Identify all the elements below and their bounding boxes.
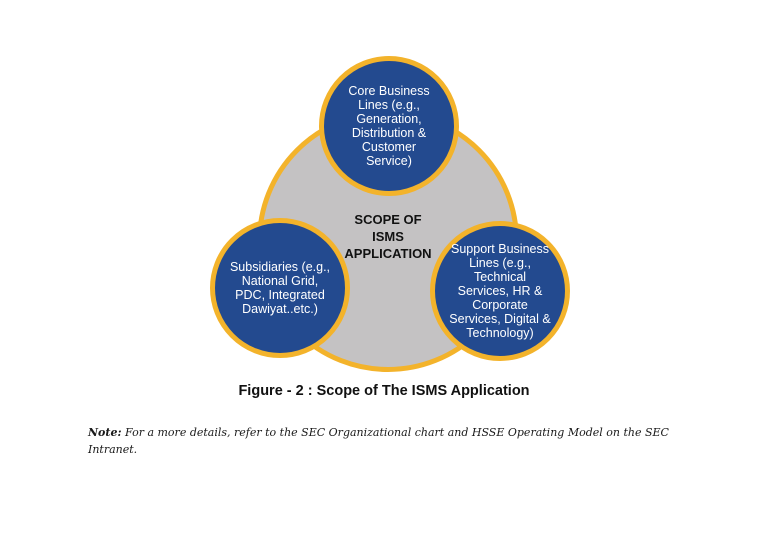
core-business-lines-node: Core Business Lines (e.g., Generation, D… — [319, 56, 459, 196]
center-label: SCOPE OF ISMS APPLICATION — [344, 212, 432, 261]
figure-caption: Figure - 2 : Scope of The ISMS Applicati… — [238, 383, 530, 399]
isms-scope-diagram: Core Business Lines (e.g., Generation, D… — [210, 56, 570, 372]
note-text: For a more details, refer to the SEC Org… — [88, 426, 669, 456]
note-label: Note: — [88, 426, 122, 439]
subsidiaries-label: Subsidiaries (e.g., National Grid, PDC, … — [229, 260, 331, 316]
note-paragraph: Note: For a more details, refer to the S… — [88, 424, 698, 458]
support-business-lines-label: Support Business Lines (e.g., Technical … — [449, 242, 551, 340]
subsidiaries-node: Subsidiaries (e.g., National Grid, PDC, … — [210, 218, 350, 358]
core-business-lines-label: Core Business Lines (e.g., Generation, D… — [348, 84, 430, 168]
support-business-lines-node: Support Business Lines (e.g., Technical … — [430, 221, 570, 361]
